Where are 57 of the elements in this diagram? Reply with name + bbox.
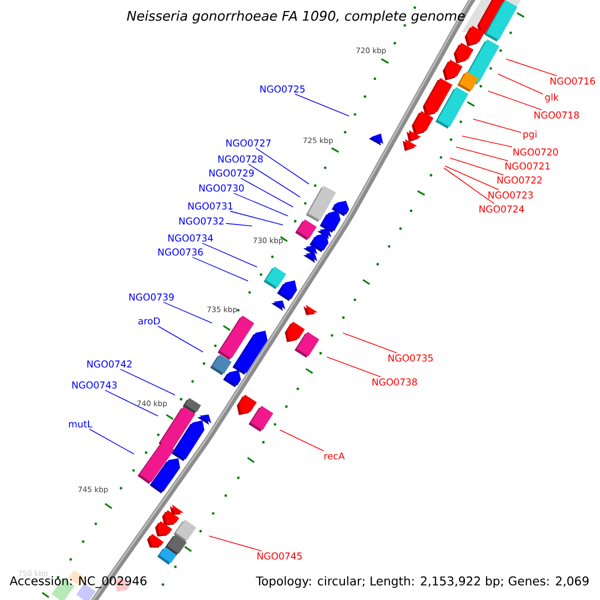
gene-label: NGO0730 (199, 184, 244, 192)
gene-label: NGO0745 (258, 552, 302, 560)
leader-line (158, 326, 204, 352)
leader-line (233, 192, 288, 216)
gene-label: NGO0723 (488, 191, 533, 199)
gene-label: NGO0734 (168, 234, 213, 242)
gene-label: NGO0716 (550, 77, 595, 85)
gene-label: NGO0732 (179, 217, 224, 225)
gene-label: recA (324, 452, 345, 460)
leader-line (444, 168, 495, 204)
gene-label: NGO0718 (534, 111, 579, 119)
leader-line (192, 256, 248, 282)
leader-line (444, 166, 500, 190)
leader-line (89, 428, 134, 454)
gene-label: NGO0720 (514, 148, 558, 156)
leader-line (230, 210, 284, 226)
leader-line (256, 148, 310, 184)
leader-line (506, 58, 558, 76)
leader-line (280, 430, 324, 452)
leader-line (488, 90, 542, 110)
leader-line (226, 223, 252, 226)
leader-line (248, 164, 300, 198)
accession-text: Accession: NC_002946 (10, 576, 146, 588)
gene-label: NGO0721 (506, 162, 550, 170)
gene-label: NGO0738 (372, 378, 417, 386)
leader-line (240, 178, 294, 208)
leader-line (342, 332, 397, 354)
gene-label: NGO0739 (129, 293, 174, 301)
gene-label: NGO0724 (480, 205, 524, 213)
leader-line (294, 94, 350, 116)
leader-line (208, 536, 262, 552)
gene-label: NGO0728 (218, 155, 263, 163)
leader-line (456, 146, 508, 162)
leader-line (104, 390, 158, 416)
gene-label: aroD (138, 318, 160, 325)
gene-label: pgi (523, 130, 536, 140)
leader-line (450, 158, 504, 176)
gene-label: NGO0735 (388, 354, 433, 362)
leader-line (472, 118, 522, 133)
gene-label: NGO0729 (209, 169, 254, 177)
title: Neisseria gonorrhoeae FA 1090, complete genome (126, 10, 465, 24)
gene-label: NGO0731 (188, 202, 233, 210)
gene-label: mutL (69, 420, 92, 428)
gene-label: NGO0743 (72, 381, 117, 389)
leader-line (462, 136, 512, 148)
leader-line (120, 368, 176, 396)
leader-line (326, 356, 381, 378)
gene-label: glk (545, 93, 559, 103)
leader-line (163, 302, 212, 324)
gene-label: NGO0725 (260, 85, 305, 93)
gene-label: NGO0742 (87, 360, 132, 368)
gene-label: NGO0736 (158, 248, 203, 256)
genome-info-text: Topology: circular; Length: 2,153,922 bp; Genes: 2,069 (256, 576, 589, 588)
leader-line (498, 74, 544, 95)
gene-label: NGO0727 (226, 139, 271, 147)
gene-label: NGO0722 (498, 176, 542, 184)
leader-line (202, 242, 258, 268)
